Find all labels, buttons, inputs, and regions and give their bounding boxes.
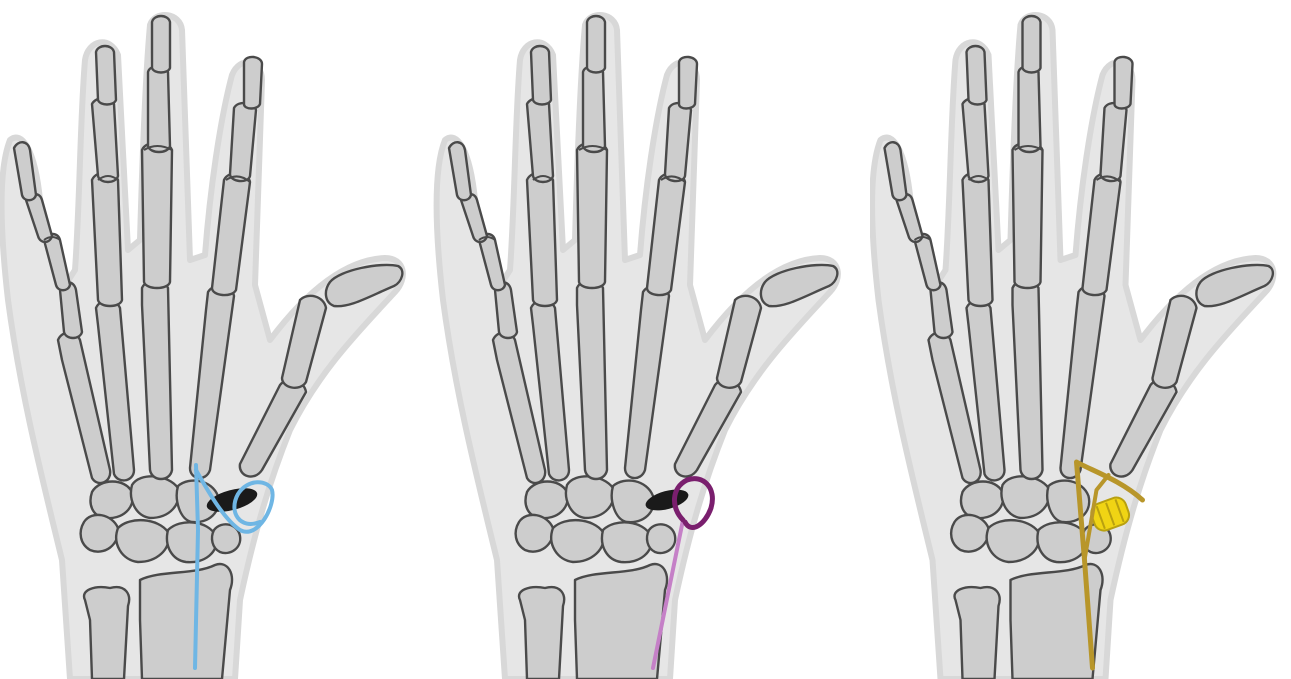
hand-skeleton-diagram [0, 0, 420, 679]
panel-purple-tendon [430, 0, 860, 679]
hand-skeleton-diagram [870, 0, 1291, 679]
panel-yellow-tendon [870, 0, 1291, 679]
hand-bones [872, 15, 1273, 679]
hand-bones [2, 15, 403, 679]
tendon-strip [195, 465, 198, 668]
hand-skeleton-diagram [430, 0, 860, 679]
hand-bones [437, 15, 838, 679]
panel-blue-tendon [0, 0, 420, 679]
